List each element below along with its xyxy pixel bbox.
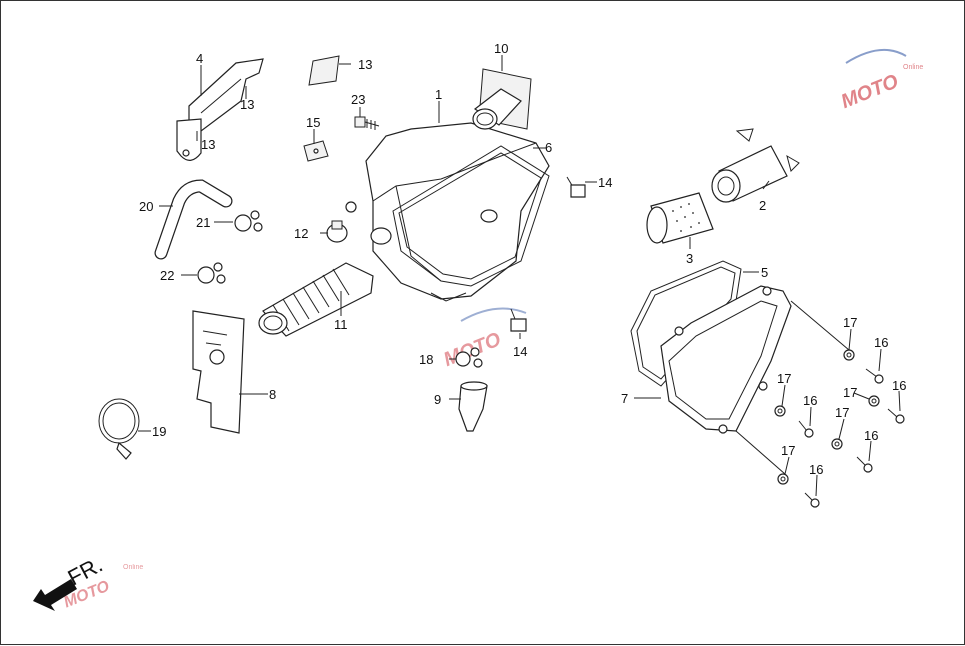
part-16-screw-d — [856, 456, 873, 473]
watermark-top-right: MOTO Online — [838, 48, 923, 113]
part-14-bolt-lower — [510, 308, 527, 332]
part-22-orings — [197, 262, 226, 284]
part-17-washer-c — [868, 395, 880, 407]
part-23-screw — [354, 116, 380, 130]
part-6-seal — [392, 145, 550, 287]
callout-14-b: 14 — [513, 344, 527, 359]
callout-16-a: 16 — [874, 335, 888, 350]
watermark-center: MOTO — [441, 307, 527, 371]
callout-20: 20 — [139, 199, 153, 214]
callout-13-b: 13 — [201, 137, 215, 152]
part-16-screw-b — [887, 408, 905, 424]
part-2-filter — [711, 128, 800, 203]
part-12-plug — [326, 220, 348, 243]
svg-text:MOTO: MOTO — [838, 70, 902, 113]
part-10-duct — [472, 68, 532, 130]
callout-17-c: 17 — [843, 385, 857, 400]
part-17-washer-b — [774, 405, 786, 417]
callout-2: 2 — [759, 198, 766, 213]
part-11-duct — [258, 262, 374, 337]
callout-22: 22 — [160, 268, 174, 283]
part-16-screw-a — [865, 368, 884, 384]
callout-17-e: 17 — [781, 443, 795, 458]
part-5-gasket — [630, 260, 742, 387]
part-13-tape — [308, 55, 340, 86]
callout-labels: 4 13 13 13 15 23 10 1 6 14 20 21 12 22 1… — [139, 41, 906, 477]
callout-21: 21 — [196, 215, 210, 230]
callout-5: 5 — [761, 265, 768, 280]
part-9-drain — [458, 381, 488, 432]
callout-15: 15 — [306, 115, 320, 130]
callout-17-b: 17 — [777, 371, 791, 386]
callout-8: 8 — [269, 387, 276, 402]
callout-1: 1 — [435, 87, 442, 102]
part-4-bracket — [176, 58, 264, 161]
callout-17-d: 17 — [835, 405, 849, 420]
part-16-screw-c — [798, 420, 814, 438]
part-15-clip — [303, 140, 329, 162]
svg-text:Online: Online — [903, 64, 923, 71]
part-20-hose — [154, 179, 233, 260]
callout-19: 19 — [152, 424, 166, 439]
svg-text:Online: Online — [123, 564, 143, 571]
callout-10: 10 — [494, 41, 508, 56]
part-16-screw-e — [804, 492, 820, 508]
callout-12: 12 — [294, 226, 308, 241]
part-7-cover — [660, 285, 792, 434]
callout-16-b: 16 — [892, 378, 906, 393]
callout-16-d: 16 — [864, 428, 878, 443]
part-17-washer-e — [777, 473, 789, 485]
callout-3: 3 — [686, 251, 693, 266]
callout-23: 23 — [351, 92, 365, 107]
part-8-plate — [192, 310, 245, 434]
part-1-airbox — [345, 122, 550, 302]
callout-14-a: 14 — [598, 175, 612, 190]
part-3-sponge — [646, 192, 714, 244]
callout-7: 7 — [621, 391, 628, 406]
callout-11: 11 — [334, 317, 348, 332]
callout-13-c: 13 — [358, 57, 372, 72]
callout-17-a: 17 — [843, 315, 857, 330]
part-19-clamp — [98, 398, 140, 460]
part-14-bolt-upper — [566, 176, 586, 198]
callout-16-e: 16 — [809, 462, 823, 477]
callout-16-c: 16 — [803, 393, 817, 408]
part-21-orings — [234, 210, 263, 232]
callout-18: 18 — [419, 352, 433, 367]
part-17-washer-a — [843, 349, 855, 361]
callout-9: 9 — [434, 392, 441, 407]
callout-4: 4 — [196, 51, 203, 66]
callout-13-a: 13 — [240, 97, 254, 112]
part-17-washer-d — [831, 438, 843, 450]
leader-lines — [138, 55, 901, 497]
callout-6: 6 — [545, 140, 552, 155]
